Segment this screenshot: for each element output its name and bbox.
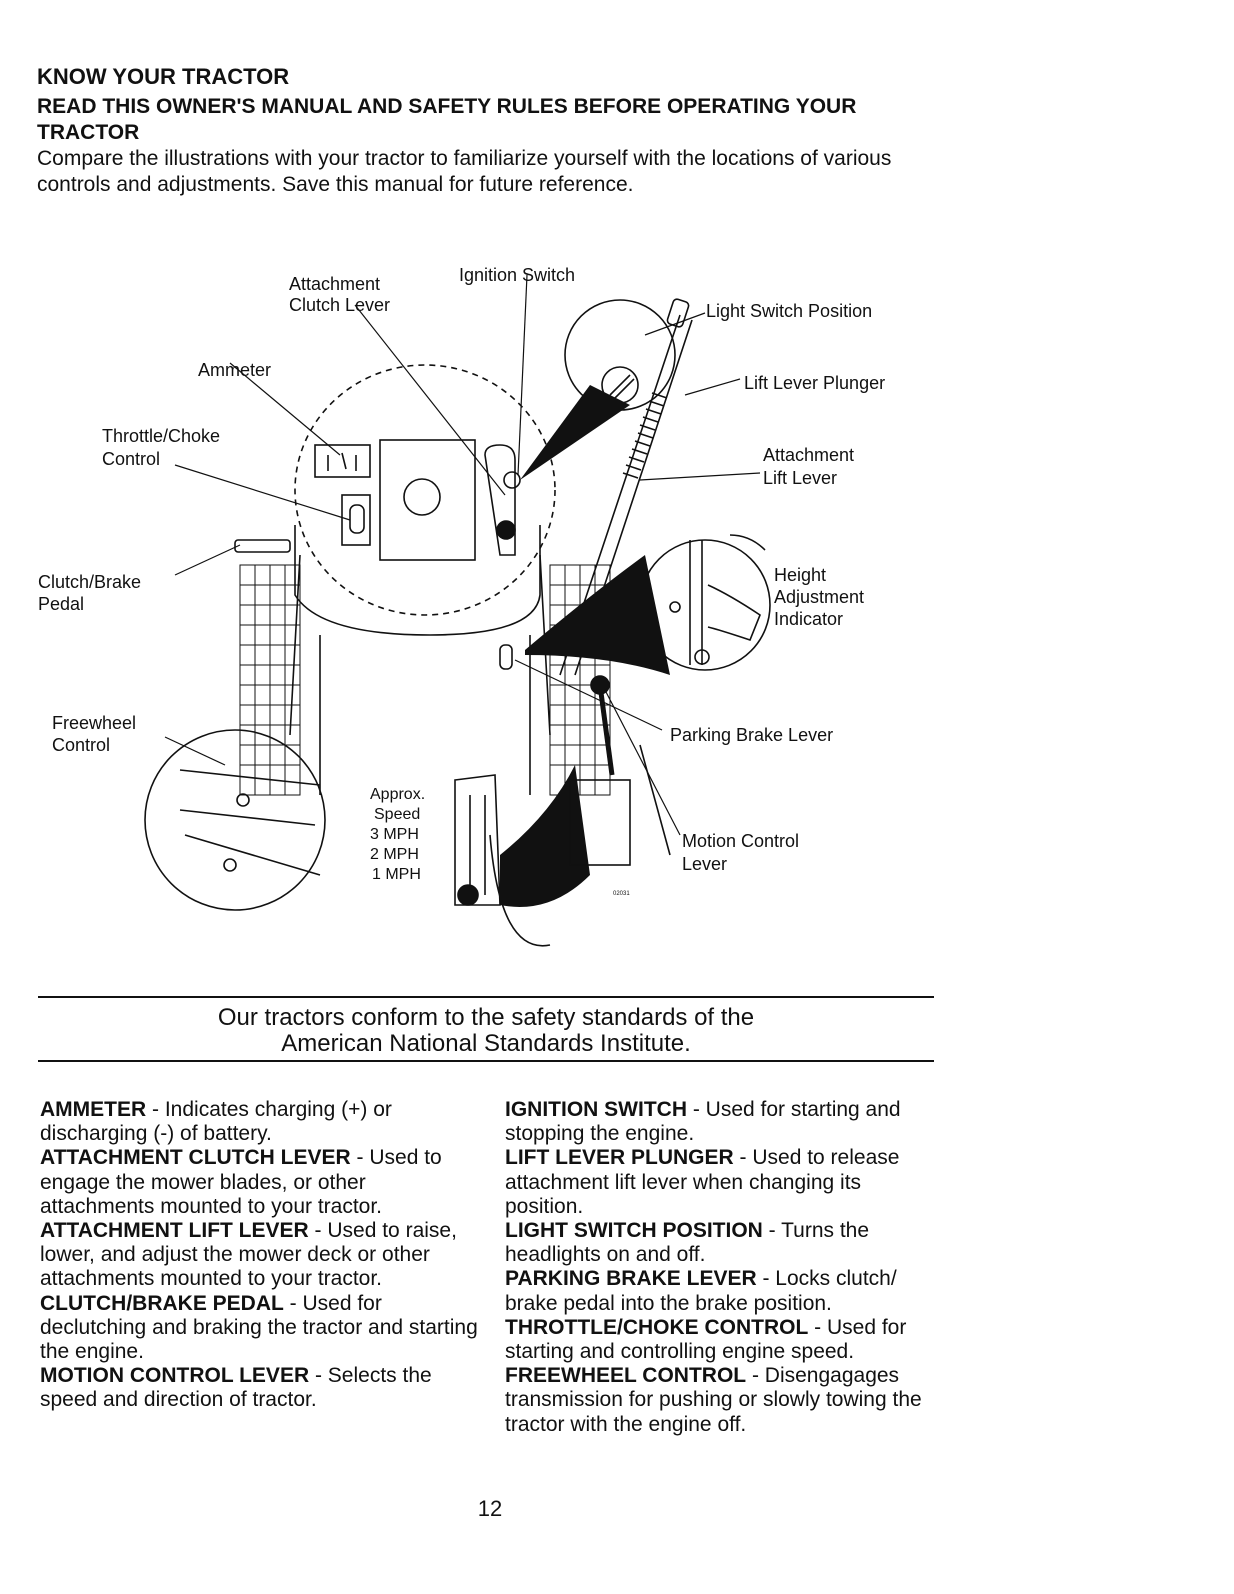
label-ignition-switch: Ignition Switch [459, 265, 576, 285]
figure-code: 02031 [613, 891, 630, 897]
label-clutch-brake-1: Clutch/Brake [38, 572, 142, 592]
page-title: KNOW YOUR TRACTOR [37, 64, 290, 89]
standards-note: Our tractors conform to the safety stand… [38, 1005, 934, 1057]
intro-paragraph: Compare the illustrations with your trac… [37, 147, 892, 196]
definition-item: LIFT LEVER PLUNGER - Used to release att… [505, 1146, 900, 1218]
label-2-mph: 2 MPH [370, 846, 419, 863]
motion-control-knob [590, 675, 610, 695]
motion-control-housing [569, 779, 631, 866]
dashboard-dashed-outline [294, 364, 556, 616]
label-freewheel-2: Control [52, 735, 111, 755]
label-attachment-lift-lever-2: Lift Lever [763, 468, 838, 488]
freewheel-closeup [144, 729, 326, 911]
label-3-mph: 3 MPH [370, 826, 419, 843]
definition-item: IGNITION SWITCH - Used for starting and … [505, 1098, 901, 1146]
label-throttle-choke-1: Throttle/Choke [102, 426, 221, 446]
label-height-3: Indicator [774, 609, 844, 629]
definition-item: ATTACHMENT CLUTCH LEVER - Used to engage… [40, 1146, 442, 1218]
motion-control-closeup [489, 834, 551, 947]
page-number: 12 [477, 1496, 503, 1521]
definition-item: FREEWHEEL CONTROL - Disengagages transmi… [505, 1364, 922, 1436]
standards-line-1: Our tractors conform to the safety stand… [217, 1004, 755, 1031]
definition-item: AMMETER - Indicates charging (+) or disc… [40, 1098, 392, 1146]
label-attachment-clutch-lever-1: Attachment [289, 274, 381, 294]
definition-item: LIGHT SWITCH POSITION - Turns the headli… [505, 1219, 870, 1267]
left-fender-hatch [239, 564, 301, 796]
label-1-mph: 1 MPH [372, 866, 421, 883]
label-freewheel-1: Freewheel [52, 713, 137, 733]
definition-item: ATTACHMENT LIFT LEVER - Used to raise, l… [40, 1219, 457, 1291]
label-height-1: Height [774, 565, 827, 585]
definition-item: PARKING BRAKE LEVER - Locks clutch/ brak… [505, 1267, 897, 1315]
definitions-right-column: IGNITION SWITCH - Used for starting and … [505, 1098, 945, 1437]
ammeter-gauge [314, 444, 371, 478]
definition-item: MOTION CONTROL LEVER - Selects the speed… [40, 1364, 432, 1412]
label-ammeter: Ammeter [198, 360, 272, 380]
tractor-controls-diagram: 02031 Attachment Clutch Lever Ignition S… [30, 255, 930, 955]
label-motion-control-2: Lever [682, 854, 728, 874]
label-clutch-brake-2: Pedal [38, 594, 85, 614]
label-parking-brake: Parking Brake Lever [670, 725, 834, 745]
definition-item: THROTTLE/CHOKE CONTROL - Used for starti… [505, 1315, 907, 1364]
top-rule [38, 996, 934, 998]
label-speed: Speed [374, 806, 421, 823]
label-light-switch-position: Light Switch Position [706, 301, 873, 321]
label-throttle-choke-2: Control [102, 449, 161, 469]
definition-item: CLUTCH/BRAKE PEDAL - Used for declutchin… [40, 1291, 478, 1364]
clutch-brake-pedal-shape [234, 539, 291, 553]
label-attachment-lift-lever-1: Attachment [763, 445, 855, 465]
clutch-lever-knob [496, 520, 516, 540]
label-approx: Approx. [370, 786, 426, 803]
label-motion-control-1: Motion Control [682, 831, 800, 851]
tractor-dashboard-illustration: 02031 [144, 274, 771, 947]
standards-line-2: American National Standards Institute. [281, 1030, 691, 1057]
label-height-2: Adjustment [774, 587, 865, 607]
throttle-knob [349, 504, 365, 534]
parking-brake-knob [499, 644, 513, 670]
warning-heading: READ THIS OWNER'S MANUAL AND SAFETY RULE… [37, 95, 857, 144]
label-lift-lever-plunger: Lift Lever Plunger [744, 373, 886, 393]
label-attachment-clutch-lever-2: Clutch Lever [289, 295, 391, 315]
bottom-rule [38, 1060, 934, 1062]
definitions-left-column: AMMETER - Indicates charging (+) or disc… [40, 1098, 480, 1413]
center-panel [379, 439, 476, 561]
